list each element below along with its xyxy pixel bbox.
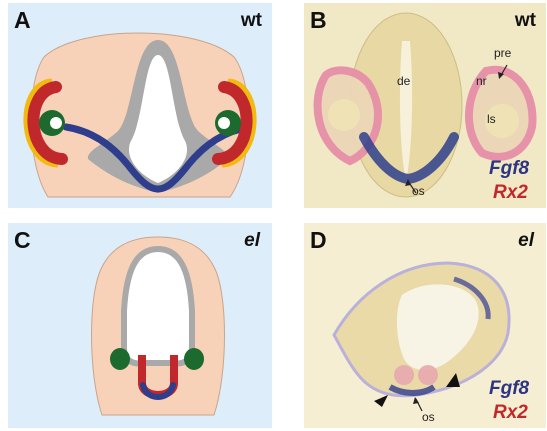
panel-b-letter: B [310, 9, 327, 32]
panel-a-genotype: wt [241, 11, 262, 30]
gene-label-fgf8: Fgf8 [489, 159, 529, 178]
panel-c-genotype: el [244, 231, 260, 250]
label-nr: nr [476, 75, 487, 87]
panel-a-letter: A [14, 9, 31, 32]
right-lens [184, 348, 204, 370]
panel-d-letter: D [310, 229, 327, 252]
gene-label-rx2: Rx2 [493, 403, 528, 422]
panel-c-letter: C [14, 229, 31, 252]
el-schematic [8, 223, 272, 428]
left-rx2-cell [394, 365, 414, 385]
panel-d: D el os Fgf8 Rx2 [304, 223, 546, 428]
right-rx2-cell [418, 365, 438, 385]
label-de: de [397, 75, 410, 87]
neural-tube-lumen [124, 249, 192, 363]
label-pre: pre [494, 47, 511, 59]
left-lens-vesicle [328, 99, 360, 131]
panel-b-genotype: wt [515, 11, 536, 30]
panel-d-genotype: el [518, 231, 534, 250]
label-os: os [412, 185, 425, 197]
right-lens-core [218, 117, 230, 129]
panel-b: B wt pre nr de ls os Fgf8 Rx2 [304, 3, 546, 208]
wt-schematic [8, 3, 272, 208]
label-ls: ls [487, 113, 496, 125]
left-lens [110, 348, 130, 370]
left-lens-core [50, 117, 62, 129]
gene-label-fgf8: Fgf8 [489, 379, 529, 398]
panel-c: C el [8, 223, 272, 428]
gene-label-rx2: Rx2 [493, 183, 528, 202]
label-os: os [422, 411, 435, 423]
panel-a: A wt [8, 3, 272, 208]
